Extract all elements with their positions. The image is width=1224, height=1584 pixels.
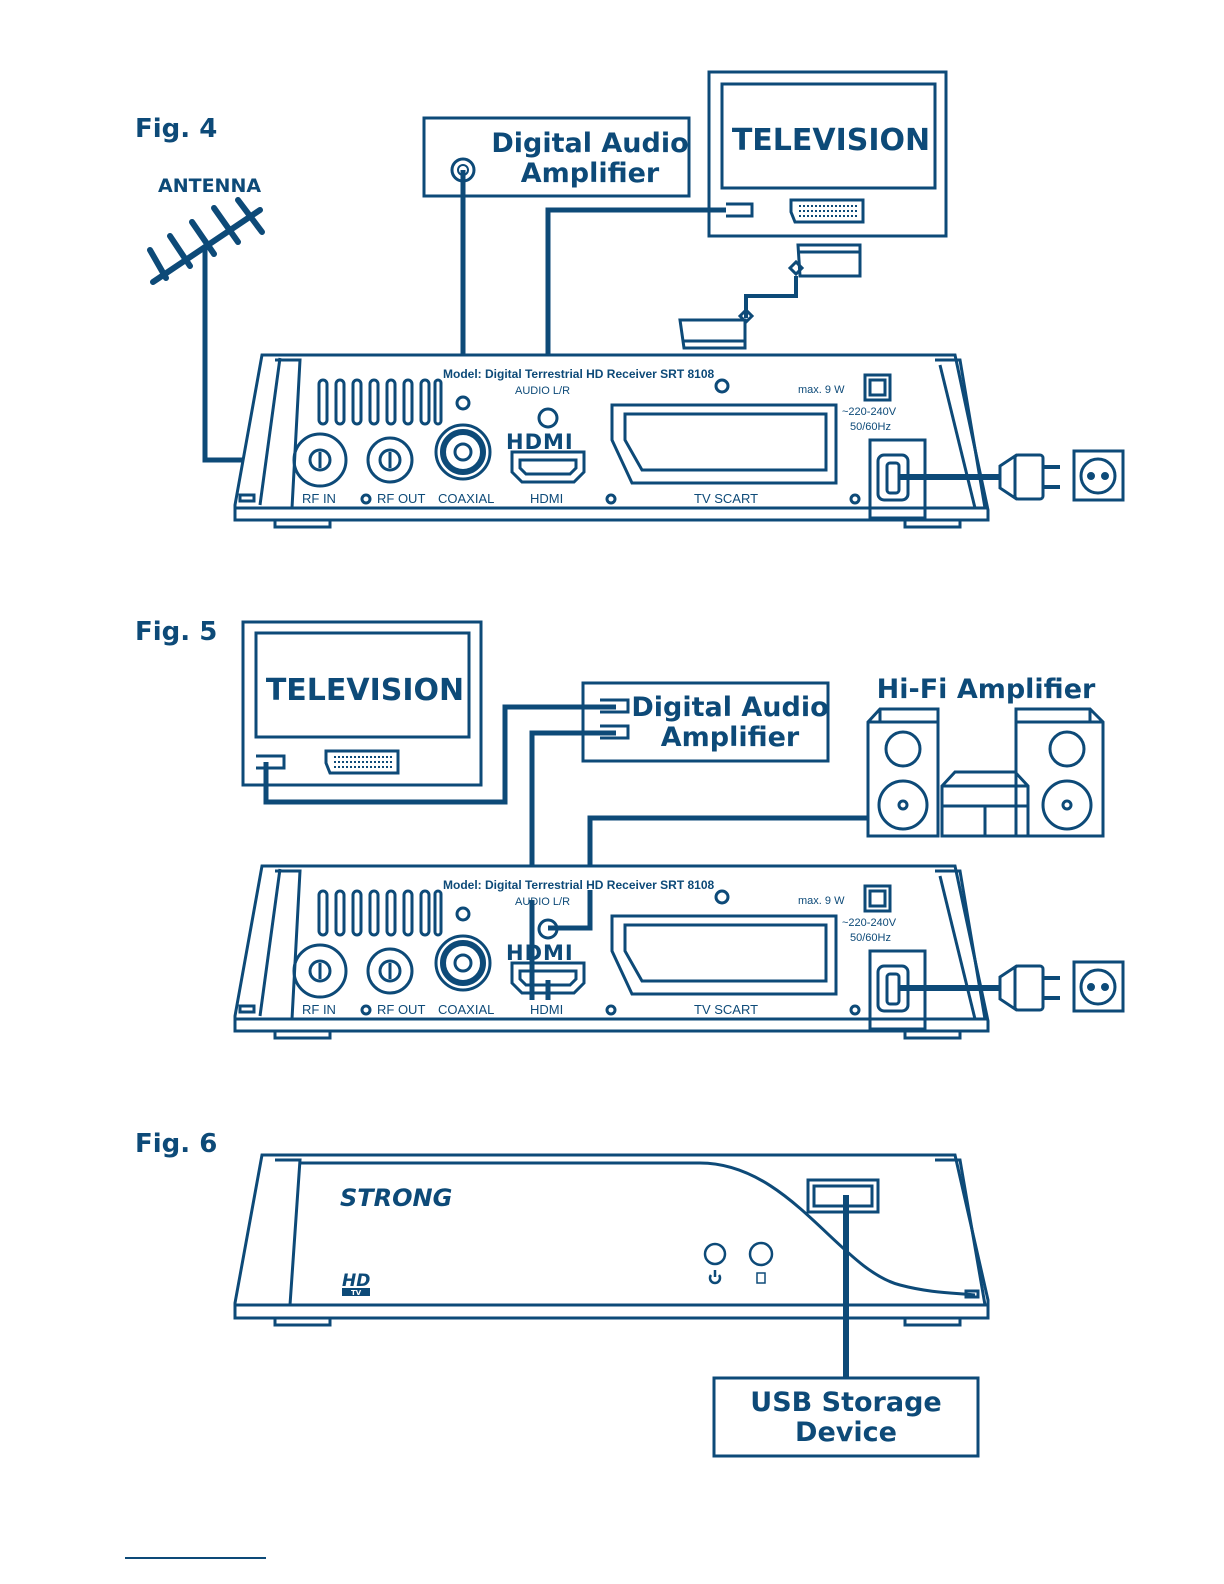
fig5-amplifier-box [581,681,830,763]
fig5-model-label: Model: Digital Terrestrial HD Receiver S… [443,878,715,892]
fig5-title: Fig. 5 [135,617,217,647]
fig5-voltage: ~220-240V [842,917,897,929]
fig4-tv-frame [707,70,948,238]
fig4-port-scart: TV SCART [694,491,758,506]
fig5-receiver-rear: Model: Digital Terrestrial HD Receiver S… [235,866,1123,1038]
fig4-port-rf-in: RF IN [302,491,336,506]
brand-logo: STRONG [340,1184,452,1212]
fig4-max-power: max. 9 W [798,384,845,396]
fig4-port-rf-out: RF OUT [377,491,425,506]
fig5-max-power: max. 9 W [798,895,845,907]
fig4-amplifier-label-1: Digital Audio [491,128,688,159]
receiver-front [233,1153,990,1327]
fig4: Fig. 4 ANTENNA Digital Audio Amplifier T… [135,70,1123,527]
fig4-model-label: Model: Digital Terrestrial HD Receiver S… [443,367,715,381]
fig4-tv-label: TELEVISION [732,123,930,158]
fig5-tv-frame [241,620,483,787]
tv-logo: TV [351,1289,362,1297]
antenna-label: ANTENNA [158,175,261,197]
fig4-receiver-rear: Model: Digital Terrestrial HD Receiver S… [235,355,988,527]
standby-button-icon [748,1241,774,1284]
speaker-icon [866,707,1105,838]
fig5-hdmi-logo: HDMI [506,941,574,965]
fig5-port-scart: TV SCART [694,1002,758,1017]
fig5-port-rf-out: RF OUT [377,1002,425,1017]
antenna-icon [147,197,265,285]
fig4-amplifier-label-2: Amplifier [521,158,660,189]
power-button-icon [703,1242,727,1285]
usb-label-2: Device [795,1417,897,1448]
usb-label-1: USB Storage [750,1387,941,1418]
fig5-tv-label: TELEVISION [266,673,464,708]
fig4-title: Fig. 4 [135,114,217,144]
fig6-title: Fig. 6 [135,1129,217,1159]
fig4-voltage: ~220-240V [842,406,897,418]
hifi-label: Hi-Fi Amplifier [877,674,1096,705]
fig5-audio-label: AUDIO L/R [515,896,570,908]
fig4-frequency: 50/60Hz [850,421,891,433]
fig5-port-coaxial: COAXIAL [438,1002,494,1017]
hd-logo: HD [342,1271,370,1291]
fig4-amplifier-box [422,116,691,198]
fig5-port-hdmi: HDMI [530,1002,563,1017]
fig5-amplifier-label-2: Amplifier [661,722,800,753]
fig5-amplifier-label-1: Digital Audio [631,692,828,723]
fig4-port-hdmi: HDMI [530,491,563,506]
fig5-frequency: 50/60Hz [850,932,891,944]
scart-plug-icon [678,243,862,350]
fig4-port-coaxial: COAXIAL [438,491,494,506]
fig5: Fig. 5 TELEVISION Digital Audio Amplifie… [135,617,1123,1038]
fig4-audio-label: AUDIO L/R [515,385,570,397]
usb-storage-box [712,1376,980,1458]
fig5-port-rf-in: RF IN [302,1002,336,1017]
fig4-hdmi-logo: HDMI [506,430,574,454]
fig6: Fig. 6 STRONG HD TV U [135,1129,990,1458]
